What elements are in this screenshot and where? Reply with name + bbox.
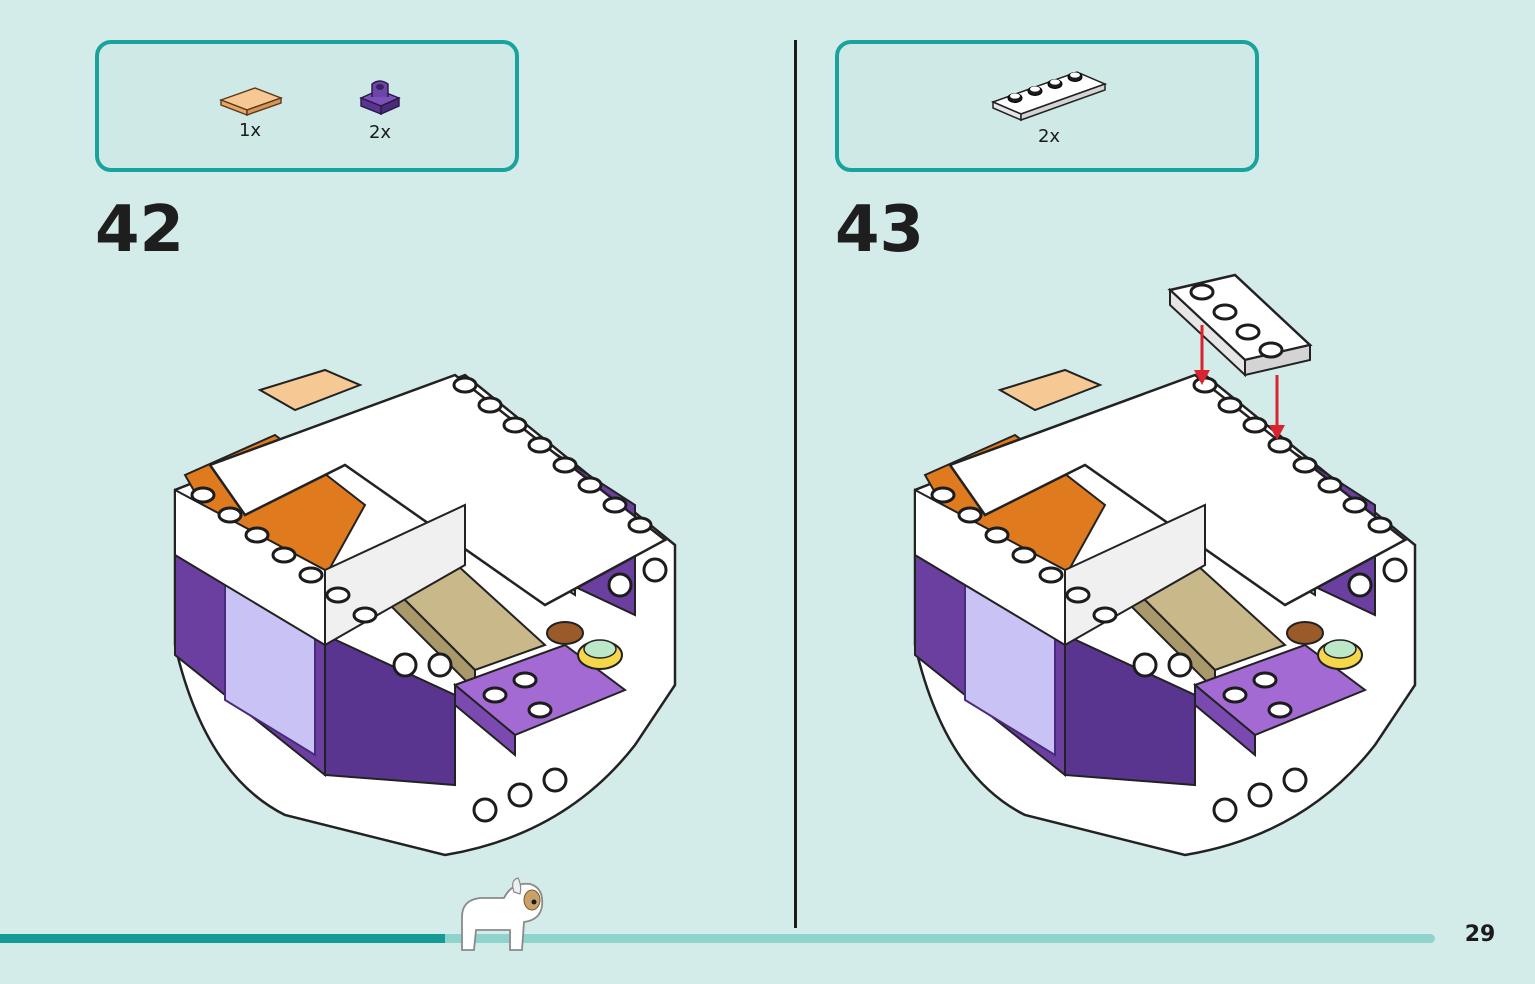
page-progress-fill xyxy=(0,934,445,943)
tan-tile-icon xyxy=(218,87,284,117)
page-number: 29 xyxy=(1464,922,1496,947)
part-purple-clip-plate: 2x xyxy=(355,76,405,143)
part-tan-tile: 1x xyxy=(215,82,285,141)
new-white-plate xyxy=(1167,273,1313,378)
step-43-model-illustration xyxy=(913,273,1417,857)
part-quantity: 2x xyxy=(368,122,392,143)
placement-arrows xyxy=(1194,325,1285,440)
white-plate-1x4-icon xyxy=(990,71,1108,122)
purple-clip-plate-icon xyxy=(359,80,401,116)
part-white-plate-1x4: 2x xyxy=(989,62,1109,147)
part-quantity: 1x xyxy=(238,120,262,141)
page-divider xyxy=(794,40,797,928)
page-progress-track xyxy=(0,934,1435,943)
part-quantity: 2x xyxy=(1037,126,1061,147)
step-42-model-illustration xyxy=(173,368,677,857)
step-number: 42 xyxy=(95,193,185,267)
dog-mascot-icon xyxy=(461,877,544,951)
step-number: 43 xyxy=(835,193,925,267)
parts-callout-step-42: 1x 2x xyxy=(95,40,519,172)
parts-callout-step-43: 2x xyxy=(835,40,1259,172)
